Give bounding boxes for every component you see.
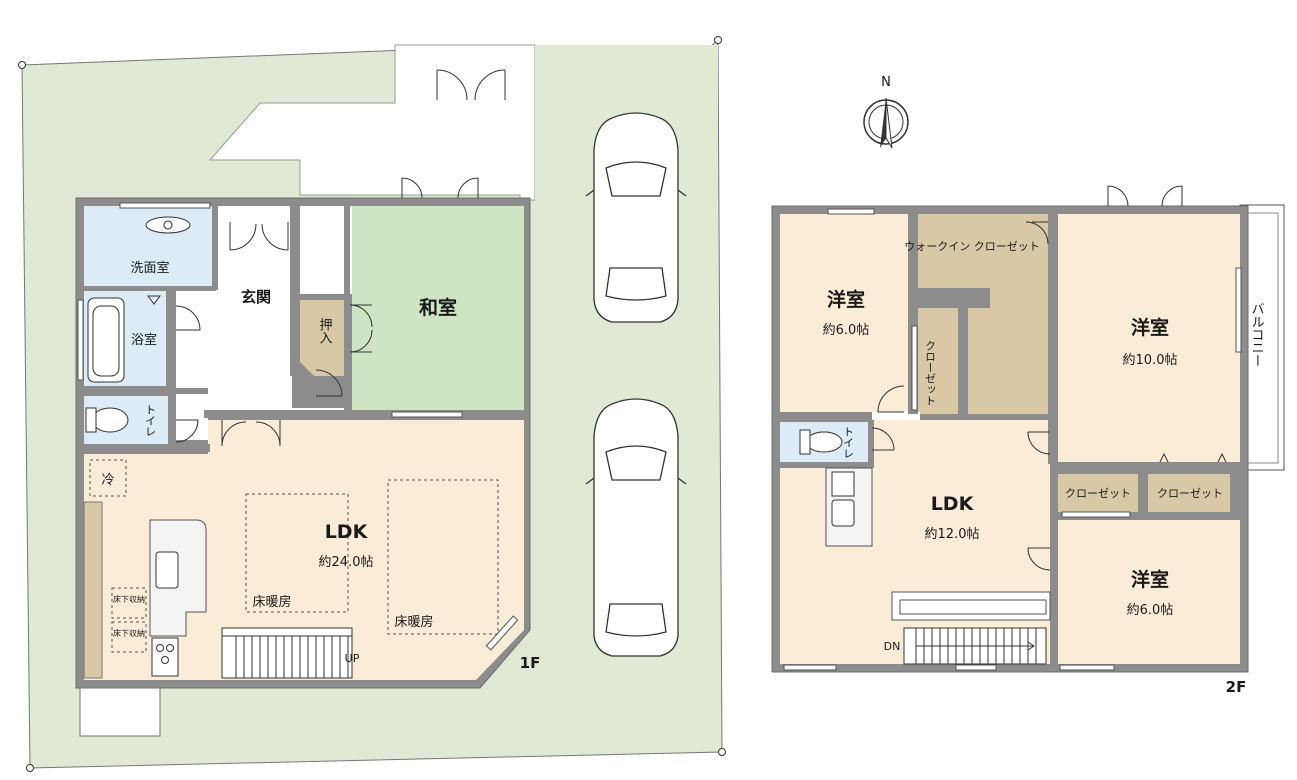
- western-room-2-label: 洋室: [1131, 316, 1169, 339]
- compass-icon: N: [863, 75, 909, 149]
- window: [1059, 664, 1115, 671]
- ldk-2f-label: LDK: [931, 493, 975, 515]
- toilet-tank: [85, 407, 97, 433]
- toilet-2f-fixture: [805, 431, 843, 453]
- gate-doors: [436, 69, 506, 101]
- burner: [156, 644, 164, 652]
- lot-corner-marker: [26, 764, 34, 772]
- kitchen-2f-sink: [831, 499, 855, 527]
- hall-area: [176, 206, 348, 440]
- underfloor-storage-label-1: 床下収納: [113, 594, 145, 604]
- floor-heating-label-1: 床暖房: [252, 594, 291, 610]
- window: [1061, 511, 1131, 518]
- window: [827, 208, 875, 215]
- oshiire-label: 押入: [317, 318, 333, 344]
- ldk-area: [84, 420, 524, 680]
- western-room-2-size: 約10.0帖: [1123, 353, 1178, 368]
- wic-step: [968, 308, 998, 412]
- counter-2f-inner: [899, 599, 1047, 615]
- rear-porch: [79, 687, 161, 737]
- closet-b-label: クローゼット: [1157, 487, 1223, 500]
- window: [77, 299, 84, 381]
- bathtub-inner: [92, 305, 120, 377]
- ldk-size-label: 約24.0帖: [319, 555, 374, 570]
- kitchen-sink: [155, 551, 179, 589]
- western-room-3-label: 洋室: [1131, 568, 1169, 591]
- window: [485, 615, 519, 651]
- walk-in-closet-label: ウォークイン クローゼット: [904, 240, 1040, 253]
- closet-area: [918, 316, 958, 412]
- shower-icon: [147, 295, 161, 305]
- car-icon: [585, 398, 687, 657]
- burner: [161, 656, 169, 664]
- kitchen-2f-stove: [831, 471, 855, 497]
- closet-label: クローゼット: [924, 340, 937, 406]
- window: [391, 411, 463, 418]
- western-room-2-area: [1058, 214, 1240, 462]
- 2f-doors: [871, 185, 1227, 571]
- western-room-1-area: [780, 214, 908, 412]
- washroom-area: [84, 206, 212, 286]
- entrance-label: 玄関: [241, 288, 271, 306]
- storage-area: [300, 206, 352, 294]
- balcony-inner: [1245, 212, 1279, 464]
- toilet-2f-tank: [799, 429, 811, 455]
- bathroom-label: 浴室: [131, 332, 157, 348]
- floor2-label: 2F: [1226, 678, 1247, 696]
- closet-a-label: クローゼット: [1065, 487, 1131, 500]
- underfloor-storage-label-2: 床下収納: [113, 628, 145, 638]
- closet-a-area: [1058, 474, 1138, 512]
- washroom-label: 洗面室: [130, 260, 169, 276]
- wash-basin: [145, 216, 191, 234]
- ldk-label: LDK: [325, 521, 369, 543]
- 1f-interior-walls: [84, 206, 524, 452]
- window: [1235, 267, 1242, 353]
- window: [955, 664, 997, 671]
- floor-heating-label-2: 床暖房: [394, 614, 433, 630]
- fridge-space: [89, 459, 127, 497]
- stairs-down-label: DN: [884, 640, 901, 653]
- floor1-label: 1F: [520, 654, 541, 672]
- closet-b-area: [1148, 474, 1234, 512]
- oshiire-area: [300, 300, 344, 376]
- ldk-2f-size: 約12.0帖: [925, 527, 980, 542]
- svg-text:N: N: [881, 75, 891, 90]
- western-room-3-area: [1058, 520, 1240, 664]
- western-room-1-size: 約6.0帖: [823, 323, 870, 338]
- floor-heating-zone-2: [387, 479, 499, 635]
- floor-heating-zone-1: [245, 493, 349, 613]
- toilet-label: トイレ: [144, 404, 157, 437]
- toilet-2f-label: トイレ: [842, 426, 855, 459]
- japanese-room-label: 和室: [419, 296, 457, 319]
- toilet-fixture: [91, 407, 129, 433]
- underfloor-storage-box-2: [111, 621, 147, 653]
- basin-drain: [163, 220, 173, 230]
- western-room-3-size: 約6.0帖: [1127, 603, 1174, 618]
- 2f-interior-walls: [780, 214, 1240, 664]
- window: [119, 202, 211, 209]
- window: [783, 664, 837, 671]
- lot-corner-marker: [714, 36, 722, 44]
- balcony-label: バルコニー: [1249, 302, 1265, 367]
- underfloor-storage-box-1: [111, 587, 147, 619]
- lot-corner-marker: [718, 748, 726, 756]
- counter-left: [83, 501, 103, 679]
- western-room-1-label: 洋室: [827, 288, 865, 311]
- stairs-1f: [221, 627, 353, 679]
- lot-corner-marker: [18, 61, 26, 69]
- japanese-room-area: [352, 206, 524, 412]
- car-icon: [585, 112, 687, 323]
- stairs-up-label: UP: [345, 652, 360, 665]
- stairs-2f: [903, 627, 1047, 665]
- burner: [166, 644, 174, 652]
- window: [911, 325, 918, 411]
- fridge-label: 冷: [101, 473, 114, 488]
